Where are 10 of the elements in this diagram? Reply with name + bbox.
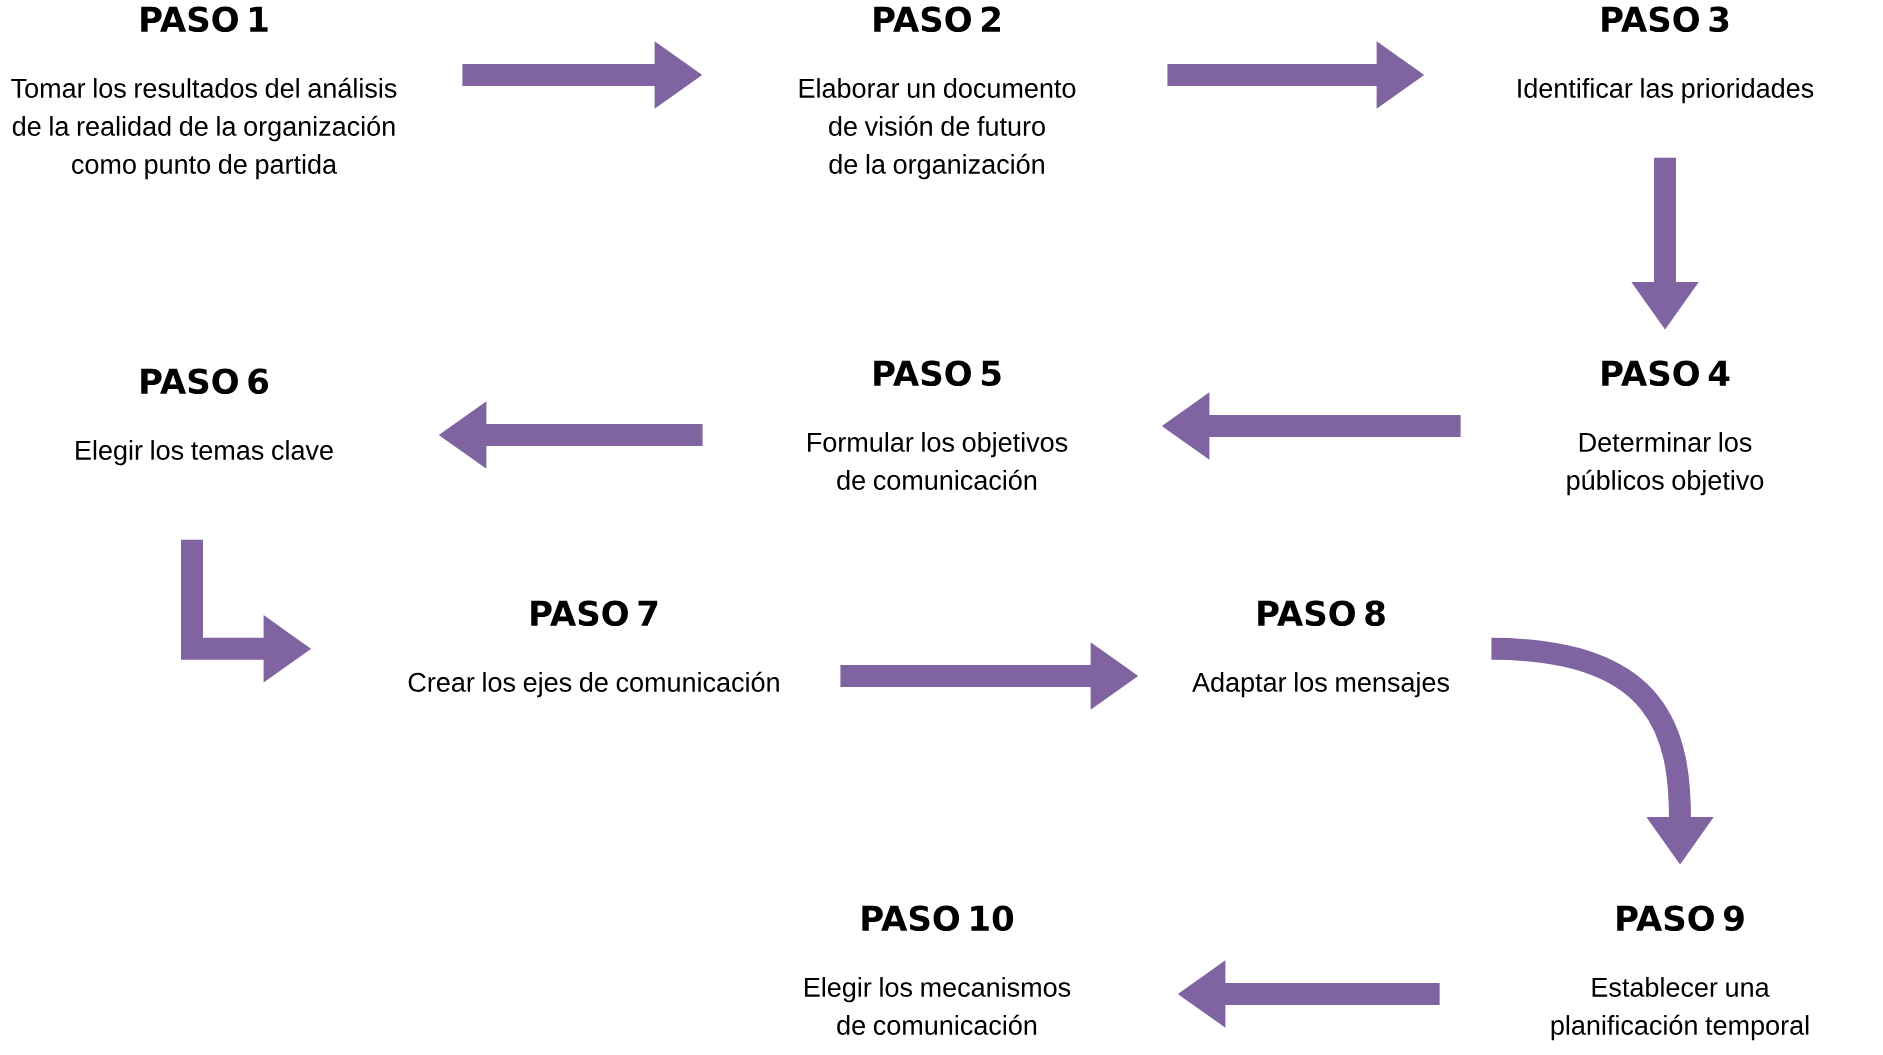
step-text: PASO 7 Crear los ejes de comunicación bbox=[408, 600, 779, 698]
step-text: PASO 6 Elegir los temas clave bbox=[76, 368, 333, 466]
step-text: PASO 2 Elaborar un documento de visión de futuro de la organización bbox=[799, 6, 1076, 180]
step-text: PASO 8 Adaptar los mensajes bbox=[1192, 600, 1449, 698]
step-text: PASO 9 Establecer una planificación temporal bbox=[1551, 905, 1809, 1041]
step-text: PASO 5 Formular los objetivos de comunicación bbox=[808, 360, 1068, 490]
step-text: PASO 4 Determinar los públicos objetivo bbox=[1567, 360, 1764, 496]
step-text: PASO 1 Tomar los resultados del análisis de la realidad de la organización como punto de partida bbox=[11, 6, 397, 180]
step-text: PASO 10 Elegir los mecanismos de comunicación bbox=[805, 905, 1071, 1035]
step-text: PASO 3 Identificar las prioridades bbox=[1518, 6, 1814, 104]
